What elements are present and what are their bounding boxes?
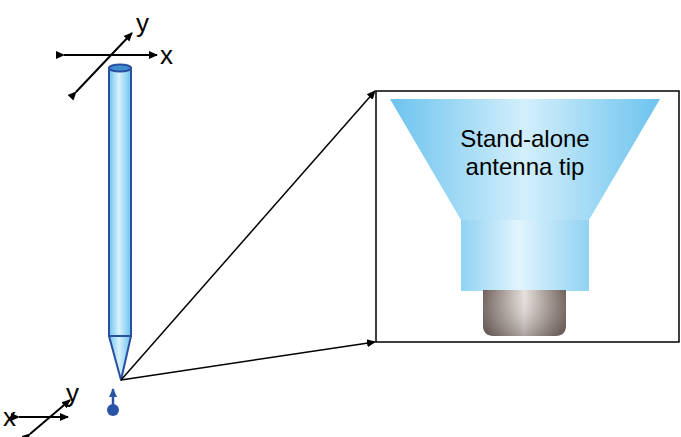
zoom-frame xyxy=(376,91,679,342)
antenna-tip-body: Stand-alone antenna tip xyxy=(390,99,660,220)
bottom-axes xyxy=(19,400,70,434)
antenna-rod xyxy=(109,65,131,381)
dipole-symbol xyxy=(107,389,119,416)
node-title: Stand-alone antenna tip xyxy=(449,125,601,183)
zoom-lines xyxy=(121,91,375,380)
axis-label: y xyxy=(66,380,79,406)
tip-cap xyxy=(483,290,566,336)
tip-neck xyxy=(461,219,589,291)
axis-label: x xyxy=(3,404,16,430)
axis-label: y xyxy=(136,10,149,36)
axis-label: x xyxy=(160,42,173,68)
